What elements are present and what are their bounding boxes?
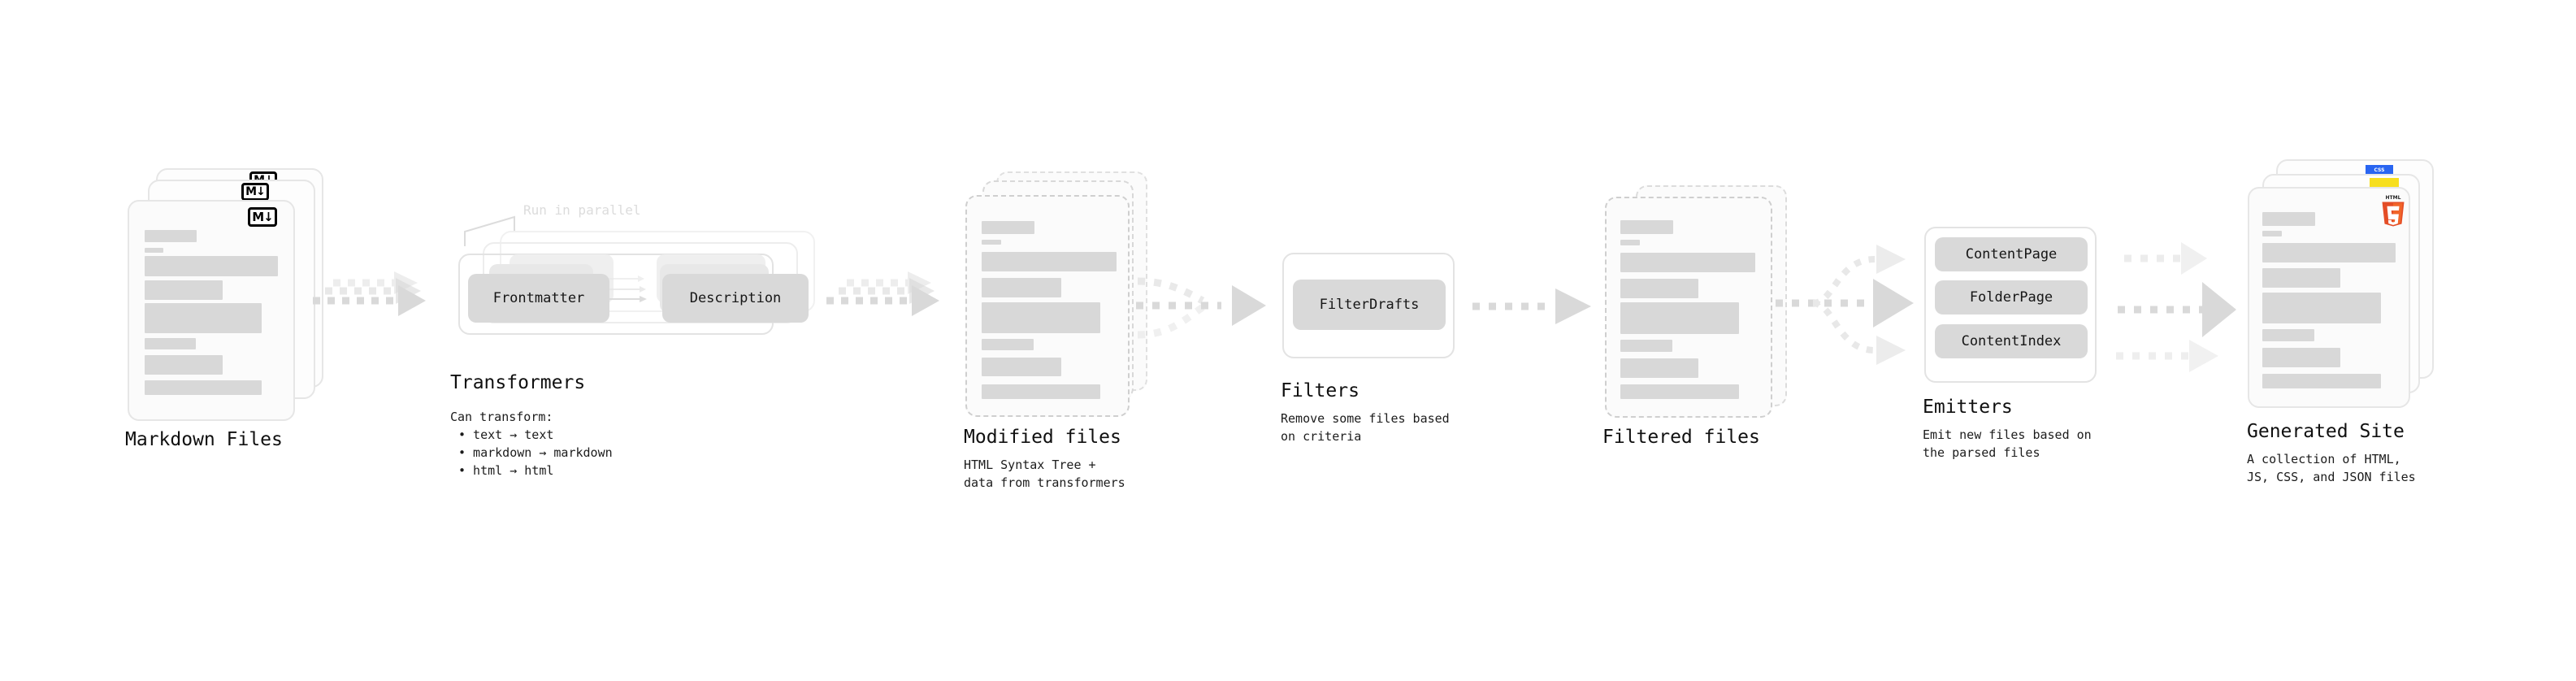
stage-title-filters: Filters (1281, 380, 1360, 401)
emitters-subtitle: Emit new files based on the parsed files (1923, 427, 2092, 460)
markdown-icon-back-1: M↓ (241, 183, 269, 201)
skeleton-bar (982, 240, 1001, 245)
filter-node-filterdrafts[interactable]: FilterDrafts (1293, 280, 1446, 330)
transformer-inner-arrows (603, 275, 647, 302)
stage-title-generated-site: Generated Site (2247, 421, 2405, 442)
generated-site-subtitle: A collection of HTML, JS, CSS, and JSON … (2247, 452, 2416, 484)
connector-filters-to-filtered (1472, 288, 1591, 324)
skeleton-bar (1620, 279, 1698, 298)
connector-transformers-to-modified (826, 271, 939, 316)
skeleton-bar (1620, 240, 1640, 245)
skeleton-bar (982, 252, 1117, 271)
connector-filtered-to-emitters (1776, 245, 1914, 365)
skeleton-bar (2262, 231, 2282, 236)
skeleton-bar (2262, 268, 2340, 288)
transformer-node-frontmatter[interactable]: Frontmatter (468, 274, 609, 323)
skeleton-bar (145, 256, 278, 276)
emitter-node-contentpage[interactable]: ContentPage (1935, 237, 2088, 271)
skeleton-bar (2262, 293, 2381, 323)
skeleton-bar (145, 355, 223, 375)
skeleton-bar (1620, 358, 1698, 378)
skeleton-bar (2262, 212, 2315, 226)
skeleton-bar (982, 339, 1034, 350)
skeleton-bar (2262, 243, 2396, 262)
skeleton-bar (2262, 374, 2381, 388)
transformer-node-description[interactable]: Description (662, 274, 809, 323)
stage-title-emitters: Emitters (1923, 397, 2013, 418)
skeleton-bar (145, 248, 163, 253)
transformers-bullet-1: • markdown → markdown (458, 445, 613, 460)
skeleton-bar (982, 358, 1061, 376)
skeleton-bar (145, 280, 223, 300)
emitter-node-folderpage[interactable]: FolderPage (1935, 280, 2088, 314)
html5-icon: HTML (2382, 195, 2405, 227)
transformers-subtitle: Can transform: (450, 410, 553, 424)
stage-title-transformers: Transformers (450, 372, 586, 393)
css3-icon: CSS (2366, 165, 2393, 175)
skeleton-bar (1620, 253, 1755, 272)
emitter-node-contentindex[interactable]: ContentIndex (1935, 324, 2088, 358)
skeleton-bar (982, 384, 1100, 399)
filters-group-box (1282, 253, 1455, 358)
skeleton-bar (982, 302, 1100, 333)
stage-title-filtered-files: Filtered files (1602, 427, 1760, 448)
skeleton-bar (145, 380, 262, 395)
skeleton-bar (1620, 340, 1672, 352)
transformers-bullet-2: • html → html (458, 463, 554, 478)
connector-modified-to-filters (1136, 277, 1266, 339)
transformers-bullet-0: • text → text (458, 427, 554, 442)
svg-text:HTML: HTML (2386, 195, 2401, 201)
connector-emitters-to-site (2116, 242, 2236, 372)
skeleton-bar (982, 278, 1061, 297)
skeleton-bar (145, 303, 262, 333)
skeleton-bar (2262, 329, 2314, 341)
skeleton-bar (982, 221, 1034, 234)
skeleton-bar (145, 230, 197, 242)
filters-subtitle: Remove some files based on criteria (1281, 411, 1450, 444)
skeleton-bar (1620, 220, 1673, 234)
stage-title-modified-files: Modified files (964, 427, 1121, 448)
skeleton-bar (1620, 384, 1739, 399)
run-in-parallel-annotation: Run in parallel (523, 202, 641, 218)
run-in-parallel-leader-line (464, 215, 515, 246)
connector-md-to-transformers (313, 271, 426, 316)
emitters-group-box (1924, 227, 2097, 383)
skeleton-bar (1620, 302, 1739, 334)
modified-files-subtitle: HTML Syntax Tree + data from transformer… (964, 458, 1125, 490)
markdown-icon: M↓ (248, 207, 277, 227)
stage-title-markdown-files: Markdown Files (125, 429, 283, 450)
skeleton-bar (145, 338, 196, 349)
skeleton-bar (2262, 348, 2340, 367)
